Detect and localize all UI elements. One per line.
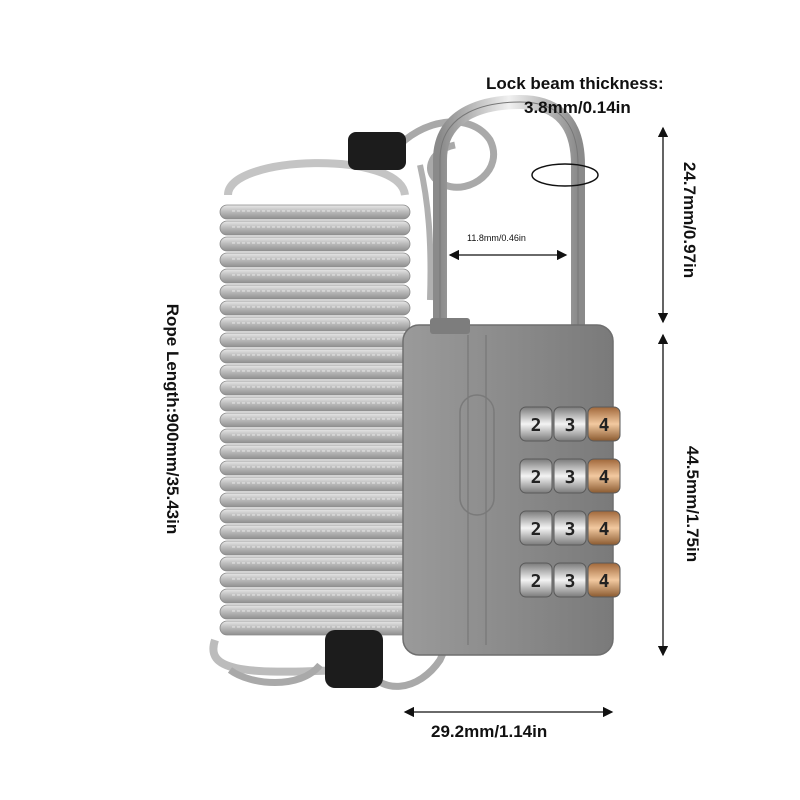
dial-wheel[interactable]: 4 — [587, 562, 621, 598]
dial-wheel[interactable]: 4 — [587, 510, 621, 546]
dial-wheel[interactable]: 2 — [519, 562, 553, 598]
cable-coil-ring — [219, 572, 411, 588]
dial-wheel-face[interactable] — [519, 562, 553, 598]
cable-coil-ring — [219, 380, 411, 396]
dial-wheel-face[interactable] — [519, 510, 553, 546]
cable-coil-ring — [219, 588, 411, 604]
cable-coil-ring — [219, 460, 411, 476]
body-height-label: 44.5mm/1.75in — [683, 445, 702, 563]
cable-top-loop — [392, 118, 498, 191]
cable-coil-ring — [219, 428, 411, 444]
cable-top-drop — [417, 164, 434, 301]
dial-wheel[interactable]: 3 — [553, 510, 587, 546]
cable-coil-ring — [219, 396, 411, 412]
dial-digit: 3 — [565, 519, 576, 540]
cable-coil-ring — [219, 332, 411, 348]
cable-back-arc — [224, 159, 409, 197]
cable-coil-ring — [219, 492, 411, 508]
dial-digit: 4 — [599, 467, 610, 488]
dial-wheel-face[interactable] — [553, 458, 587, 494]
cable-coil-ring — [219, 236, 411, 252]
dial-wheel[interactable]: 4 — [587, 406, 621, 442]
cable-coil-ring — [219, 412, 411, 428]
dial-wheel[interactable]: 3 — [553, 562, 587, 598]
dial-digit: 2 — [531, 519, 542, 540]
dial-digit: 4 — [599, 415, 610, 436]
rope-length-label: Rope Length:900mm/35.43in — [163, 303, 182, 535]
dial-wheel-face[interactable] — [553, 510, 587, 546]
cable-bottom-sleeve — [325, 630, 383, 688]
body-width-label: 29.2mm/1.14in — [431, 722, 548, 741]
dial-digit: 2 — [531, 415, 542, 436]
dial-wheel-face[interactable] — [587, 510, 621, 546]
dial-wheel-face[interactable] — [587, 458, 621, 494]
cable-coil-ring — [219, 508, 411, 524]
dial-wheel-face[interactable] — [587, 406, 621, 442]
dial-digit: 3 — [565, 415, 576, 436]
beam-thickness-value: 3.8mm/0.14in — [524, 98, 631, 117]
cable-coil-ring — [219, 556, 411, 572]
cable-coil-ring — [219, 220, 411, 236]
cable-coil-ring — [219, 604, 411, 620]
cable-coil-ring — [219, 476, 411, 492]
combination-dials: 2 3 4 2 3 4 2 3 4 2 3 4 — [519, 406, 621, 598]
dial-wheel-face[interactable] — [553, 406, 587, 442]
dial-wheel[interactable]: 3 — [553, 406, 587, 442]
beam-thickness-title: Lock beam thickness: — [486, 74, 664, 93]
dial-wheel[interactable]: 4 — [587, 458, 621, 494]
cable-coil-ring — [219, 620, 411, 636]
cable-coil-ring — [219, 300, 411, 316]
cable-coil-ring — [219, 364, 411, 380]
cable-coil-ring — [219, 524, 411, 540]
cable-coil-ring — [219, 268, 411, 284]
dial-wheel[interactable]: 2 — [519, 510, 553, 546]
dimension-lines — [403, 126, 669, 718]
dial-wheel[interactable]: 2 — [519, 406, 553, 442]
dial-wheel-face[interactable] — [587, 562, 621, 598]
dial-digit: 2 — [531, 571, 542, 592]
beam-thickness-ring — [531, 163, 599, 187]
shackle — [433, 94, 585, 330]
cable-coil-ring — [219, 204, 411, 220]
dial-wheel[interactable]: 3 — [553, 458, 587, 494]
dial-digit: 3 — [565, 467, 576, 488]
cable-coil-ring — [219, 252, 411, 268]
cable-top-sleeve — [348, 132, 406, 170]
dial-wheel-face[interactable] — [519, 458, 553, 494]
shackle-height-label: 24.7mm/0.97in — [680, 161, 699, 279]
dial-wheel[interactable]: 2 — [519, 458, 553, 494]
dial-digit: 3 — [565, 571, 576, 592]
dial-digit: 4 — [599, 519, 610, 540]
cable-coil-ring — [219, 348, 411, 364]
shackle-inner-width-label: 11.8mm/0.46in — [467, 233, 526, 243]
cable-coil-ring — [219, 316, 411, 332]
cable-coil-ring — [219, 284, 411, 300]
dial-digit: 4 — [599, 571, 610, 592]
dial-wheel-face[interactable] — [553, 562, 587, 598]
cable-coil-ring — [219, 540, 411, 556]
coiled-cable — [209, 159, 411, 676]
dial-digit: 2 — [531, 467, 542, 488]
dial-wheel-face[interactable] — [519, 406, 553, 442]
cable-coil-ring — [219, 444, 411, 460]
